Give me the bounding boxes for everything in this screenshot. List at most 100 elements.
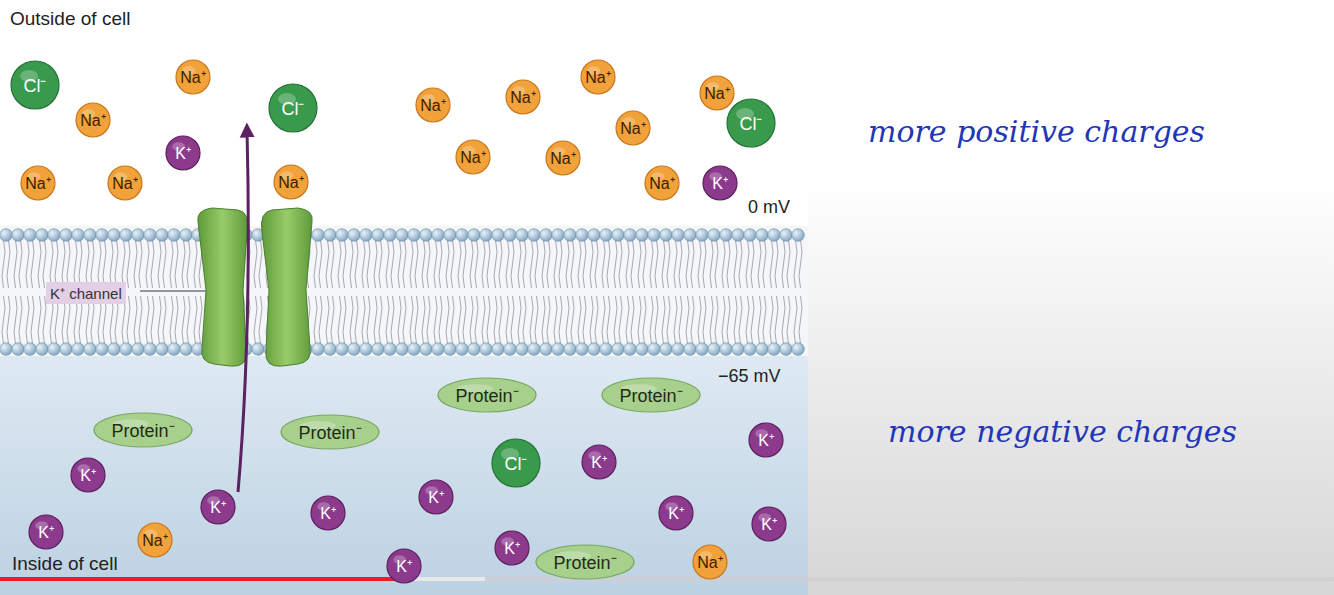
lipid-head <box>528 343 541 356</box>
lipid-tail <box>679 296 682 344</box>
lipid-tail <box>607 240 610 288</box>
lipid-tail <box>122 240 125 288</box>
lipid-tail <box>134 296 137 344</box>
lipid-tail <box>31 240 34 288</box>
lipid-tail <box>686 296 689 344</box>
lipid-tail <box>482 296 485 344</box>
lipid-head <box>636 229 649 242</box>
potassium-ion: K⁺ <box>165 135 201 171</box>
annotation: Inside of cell <box>12 553 118 575</box>
lipid-head <box>504 229 517 242</box>
lipid-tail <box>631 296 634 344</box>
ion-fill <box>94 413 192 447</box>
lipid-tail <box>458 296 461 344</box>
ion-fill <box>108 166 142 200</box>
lipid-head <box>624 343 637 356</box>
lipid-tail <box>475 296 478 344</box>
lipid-tail <box>703 296 706 344</box>
lipid-tail <box>103 240 106 288</box>
lipid-tail <box>79 240 82 288</box>
lipid-head <box>312 343 325 356</box>
ion-label: Na⁺ <box>142 529 167 551</box>
lipid-tail <box>398 240 401 288</box>
sodium-ion: Na⁺ <box>137 522 173 558</box>
channel-half <box>261 208 312 366</box>
lipid-tail <box>379 240 382 288</box>
lipid-tail <box>679 240 682 288</box>
lipid-tail <box>734 240 737 288</box>
lipid-tail <box>259 240 262 288</box>
lipid-head <box>60 229 73 242</box>
lipid-head <box>336 343 349 356</box>
lipid-tail <box>530 296 533 344</box>
lipid-tail <box>715 296 718 344</box>
lipid-tail <box>518 240 521 288</box>
potassium-ion: K⁺ <box>386 548 422 584</box>
lipid-tails <box>2 240 802 344</box>
lipid-tail <box>571 296 574 344</box>
lipid-head <box>552 229 565 242</box>
lipid-head <box>648 229 661 242</box>
lipid-tail <box>422 240 425 288</box>
lipid-tail <box>595 296 598 344</box>
lipid-tail <box>746 240 749 288</box>
lipid-tail <box>487 296 490 344</box>
lipid-head <box>672 343 685 356</box>
lipid-tail <box>487 240 490 288</box>
ion-fill <box>281 415 379 449</box>
ion-fill <box>495 531 529 565</box>
lipid-tail <box>482 240 485 288</box>
lipid-tail <box>7 296 10 344</box>
lipid-tail <box>343 296 346 344</box>
lipid-tail <box>595 240 598 288</box>
lipid-tail <box>451 296 454 344</box>
lipid-tail <box>194 296 197 344</box>
lipid-tail <box>134 240 137 288</box>
lipid-tail <box>350 296 353 344</box>
lipid-tail <box>451 240 454 288</box>
ion-label: K⁺ <box>175 142 191 164</box>
lipid-tail <box>662 296 665 344</box>
lipid-tail <box>770 296 773 344</box>
lipid-head <box>600 343 613 356</box>
ion-label: K⁺ <box>428 486 444 508</box>
lipid-tail <box>686 240 689 288</box>
lipid-head <box>432 343 445 356</box>
lipid-tail <box>578 296 581 344</box>
ion-fill <box>387 549 421 583</box>
lipid-tail <box>619 296 622 344</box>
lipid-tail <box>794 296 797 344</box>
lipid-tail <box>655 240 658 288</box>
ion-label: Na⁺ <box>460 146 485 168</box>
sodium-ion: Na⁺ <box>175 59 211 95</box>
lipid-tail <box>559 296 562 344</box>
lipid-head <box>492 343 505 356</box>
lipid-tail <box>674 296 677 344</box>
lipid-tail <box>758 240 761 288</box>
sodium-ion: Na⁺ <box>615 110 651 146</box>
lipid-tail <box>55 240 58 288</box>
lipid-head <box>420 343 433 356</box>
lipid-tail <box>139 296 142 344</box>
ion-fill <box>703 166 737 200</box>
potassium-ion: K⁺ <box>581 444 617 480</box>
lipid-head <box>516 229 529 242</box>
lipid-head <box>180 229 193 242</box>
lipid-head <box>732 229 745 242</box>
lipid-tail <box>614 240 617 288</box>
lipid-tail <box>182 296 185 344</box>
potassium-ion: K⁺ <box>418 479 454 515</box>
annotation: Outside of cell <box>10 8 130 30</box>
ion-fill <box>582 445 616 479</box>
sodium-ion: Na⁺ <box>699 75 735 111</box>
lipid-tail <box>727 296 730 344</box>
lipid-head <box>36 343 49 356</box>
lipid-tail <box>775 296 778 344</box>
lipid-tail <box>151 296 154 344</box>
ion-fill <box>581 60 615 94</box>
ion-fill <box>416 88 450 122</box>
ion-label: Na⁺ <box>420 94 445 116</box>
lipid-head <box>504 343 517 356</box>
lipid-tail <box>410 296 413 344</box>
lipid-tail <box>355 296 358 344</box>
